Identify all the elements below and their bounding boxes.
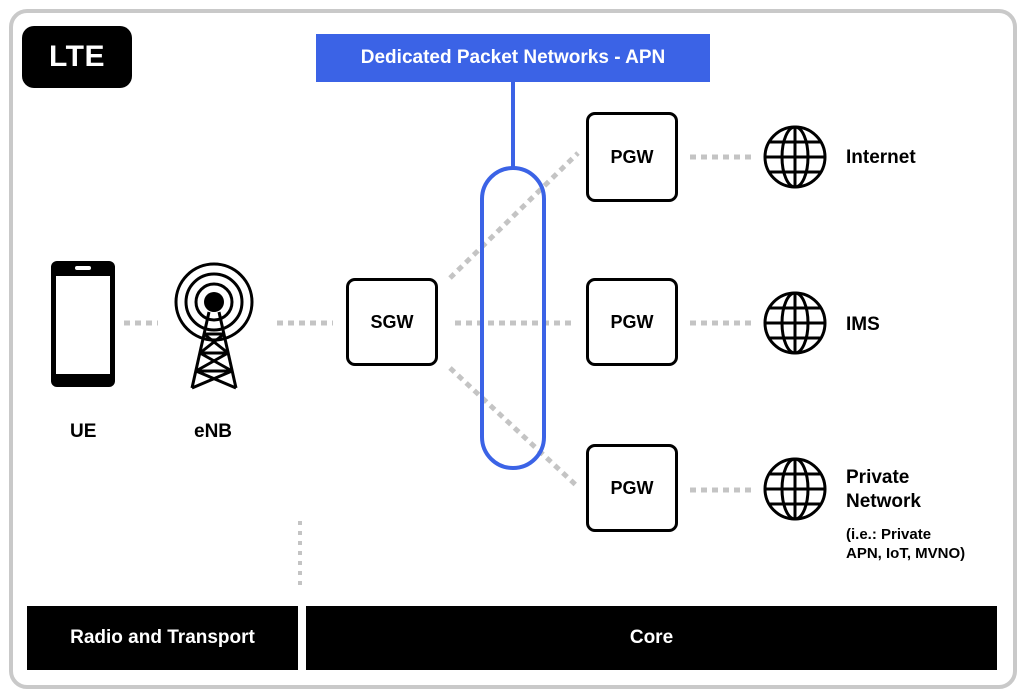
- apn-tunnel: [480, 166, 546, 470]
- internet-label: Internet: [846, 147, 916, 168]
- globe-icon: [763, 291, 827, 355]
- sgw-node: SGW: [346, 278, 438, 366]
- ims-label: IMS: [846, 314, 880, 335]
- globe-icon: [763, 125, 827, 189]
- enb-label: eNB: [194, 421, 233, 442]
- lte-tag: LTE: [22, 26, 132, 88]
- apn-banner: Dedicated Packet Networks - APN: [316, 34, 710, 82]
- private-network-label-line2: Network: [846, 491, 921, 512]
- cell-tower-icon: [174, 262, 254, 390]
- radio-transport-section: Radio and Transport: [27, 606, 298, 670]
- private-network-label-line1: Private: [846, 467, 910, 488]
- pgw-node-private: PGW: [586, 444, 678, 532]
- core-section: Core: [306, 606, 997, 670]
- private-network-note-line1: (i.e.: Private: [846, 526, 932, 543]
- ue-label: UE: [70, 421, 97, 442]
- link-sgw-pgw1: [448, 151, 580, 280]
- pgw-node-ims: PGW: [586, 278, 678, 366]
- globe-icon: [763, 457, 827, 521]
- link-sgw-pgw3: [448, 366, 580, 489]
- smartphone-icon: [51, 261, 115, 387]
- pgw-node-internet: PGW: [586, 112, 678, 202]
- private-network-note-line2: APN, IoT, MVNO): [846, 545, 966, 562]
